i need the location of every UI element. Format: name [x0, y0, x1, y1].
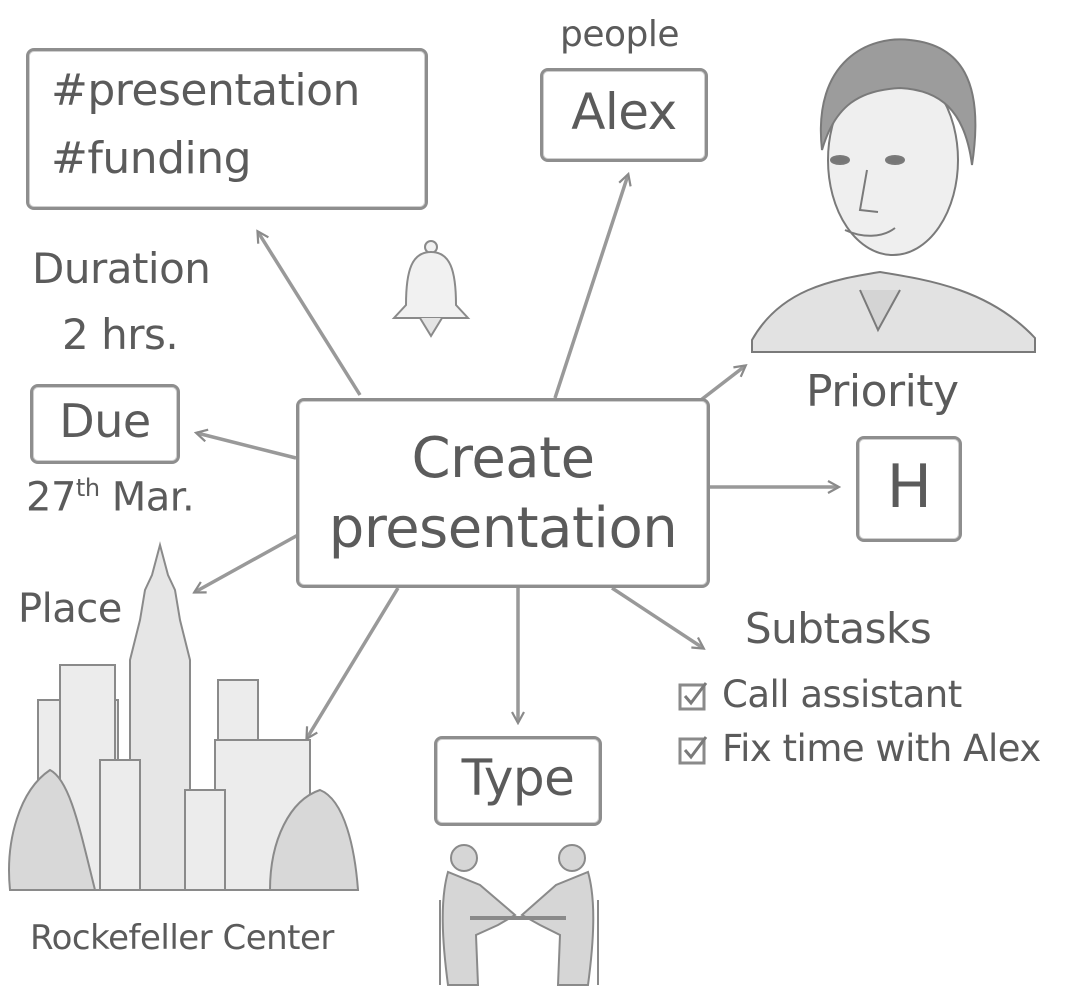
task-title-line1: Create [411, 426, 595, 491]
subtask-text: Fix time with Alex [722, 727, 1041, 770]
type-box[interactable]: Type [434, 736, 602, 826]
arrow-to-portrait [695, 366, 745, 405]
person-portrait-icon [751, 38, 1036, 353]
subtask-text: Call assistant [722, 673, 962, 716]
due-month: Mar. [111, 474, 195, 521]
tags-box[interactable]: #presentation #funding [26, 48, 428, 210]
due-day: 27 [26, 474, 76, 521]
arrow-to-tags [258, 232, 362, 396]
place-value: Rockefeller Center [30, 918, 334, 958]
central-task-node[interactable]: Create presentation [296, 398, 710, 588]
due-box[interactable]: Due [30, 384, 180, 464]
due-date: 27th Mar. [26, 474, 195, 521]
checkbox-checked-icon[interactable] [678, 735, 708, 765]
tag-funding: #funding [51, 133, 252, 184]
subtask-list: Call assistant Fix time with Alex [678, 672, 1041, 772]
checkbox-checked-icon[interactable] [678, 681, 708, 711]
duration-value: 2 hrs. [62, 310, 179, 359]
task-title-line2: presentation [328, 496, 678, 561]
building-skyline-icon [8, 541, 360, 891]
subtask-item[interactable]: Call assistant [678, 672, 1041, 718]
arrow-to-building [307, 587, 400, 738]
arrow-to-subtasks [611, 586, 703, 648]
arrow-to-people [553, 175, 628, 399]
type-label: Type [461, 749, 575, 807]
tag-presentation: #presentation [51, 65, 360, 116]
duration-label: Duration [32, 244, 211, 293]
subtasks-label: Subtasks [745, 604, 932, 653]
people-alex-box[interactable]: Alex [540, 68, 708, 162]
arrow-to-due [197, 433, 297, 460]
due-label: Due [59, 394, 151, 448]
arrow-to-place [195, 533, 299, 592]
place-label: Place [18, 586, 122, 632]
priority-value: H [886, 452, 932, 522]
bell-icon [391, 240, 471, 338]
people-name: Alex [571, 83, 677, 141]
subtask-item[interactable]: Fix time with Alex [678, 726, 1041, 772]
priority-label: Priority [806, 366, 959, 417]
due-day-suffix: th [75, 474, 100, 502]
people-label: people [560, 14, 680, 55]
priority-box[interactable]: H [856, 436, 962, 542]
meeting-people-icon [439, 844, 599, 986]
